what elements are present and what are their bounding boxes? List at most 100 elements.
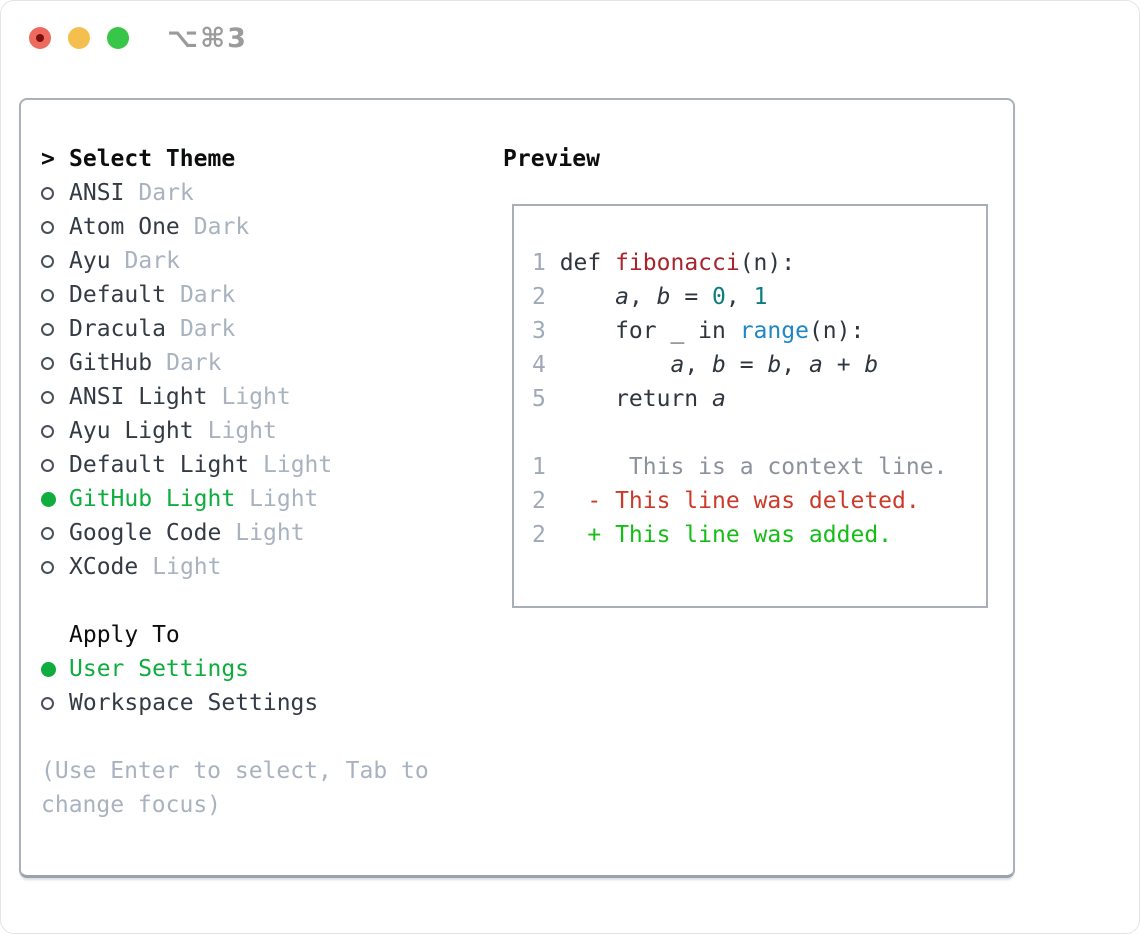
code-token: (n): <box>739 250 796 276</box>
radio-icon <box>41 186 69 200</box>
line-number: 3 <box>532 318 546 344</box>
code-token: - This line was deleted. <box>559 488 920 514</box>
radio-icon <box>41 356 69 370</box>
preview-title: Preview <box>503 146 600 172</box>
theme-option-label: Ayu Light <box>69 418 194 444</box>
theme-option-label: Default Light <box>69 452 250 478</box>
code-token: 1 <box>753 284 768 310</box>
radio-icon <box>41 220 69 234</box>
theme-variant-label: Light <box>249 486 319 512</box>
radio-icon <box>41 424 69 438</box>
code-token: return <box>559 386 713 412</box>
code-token: range <box>739 318 809 344</box>
theme-variant-label: Dark <box>179 282 236 308</box>
code-token: 0 <box>712 284 726 310</box>
code-token: a <box>712 386 726 412</box>
window-title: ⌥⌘3 <box>167 23 248 54</box>
titlebar: ⌥⌘3 <box>1 1 1139 76</box>
code-line <box>532 416 986 450</box>
code-line: 4 a, b = b, a + b <box>532 348 986 382</box>
code-token: b <box>712 352 726 378</box>
apply-to-option[interactable]: Workspace Settings <box>41 686 318 720</box>
code-token: This is a context line. <box>559 454 948 480</box>
line-number: 1 <box>532 454 546 480</box>
apply-to-option[interactable]: User Settings <box>41 652 318 686</box>
apply-to-header-row: Apply To <box>41 618 318 652</box>
code-line: 2 + This line was added. <box>532 518 986 552</box>
code-line: 2 a, b = 0, 1 <box>532 280 986 314</box>
code-token: , <box>725 284 754 310</box>
code-line: 2 - This line was deleted. <box>532 484 986 518</box>
theme-option-label: ANSI <box>69 180 125 206</box>
code-token: for _ in <box>559 318 740 344</box>
hint-line: change focus) <box>41 792 222 818</box>
radio-icon <box>41 560 69 574</box>
code-token: + <box>822 352 865 378</box>
radio-icon <box>41 390 69 404</box>
theme-option[interactable]: GitHub Dark <box>41 346 332 380</box>
unsaved-indicator-icon <box>36 34 44 42</box>
line-number: 2 <box>532 488 546 514</box>
code-token: b <box>864 352 879 378</box>
code-token: + This line was added. <box>559 522 893 548</box>
code-token: b <box>656 284 671 310</box>
theme-option-label: Default <box>69 282 166 308</box>
theme-option[interactable]: ANSI Dark <box>41 176 332 210</box>
line-number: 1 <box>532 250 546 276</box>
code-token: , <box>781 352 809 378</box>
code-token: b <box>767 352 782 378</box>
theme-option-label: ANSI Light <box>69 384 208 410</box>
minimize-button[interactable] <box>68 27 90 49</box>
line-number: 2 <box>532 284 546 310</box>
apply-to-option-label: User Settings <box>69 656 250 682</box>
cursor-marker: > <box>41 146 69 172</box>
theme-variant-label: Dark <box>138 180 194 206</box>
close-button[interactable] <box>29 27 51 49</box>
code-token: = <box>725 352 768 378</box>
code-token: , <box>684 352 713 378</box>
radio-icon <box>41 254 69 268</box>
theme-variant-label: Light <box>235 520 305 546</box>
line-number: 5 <box>532 386 546 412</box>
footer-hint: (Use Enter to select, Tab to change focus… <box>41 754 429 822</box>
theme-variant-label: Dark <box>179 316 236 342</box>
theme-option[interactable]: Default Dark <box>41 278 332 312</box>
zoom-button[interactable] <box>107 27 129 49</box>
apply-to-option-label: Workspace Settings <box>69 690 319 716</box>
radio-selected-icon <box>41 491 69 507</box>
theme-list-header-row: >Select Theme <box>41 142 332 176</box>
radio-icon <box>41 322 69 336</box>
code-token: a <box>809 352 823 378</box>
radio-icon <box>41 288 69 302</box>
radio-selected-icon <box>41 661 69 677</box>
theme-option-label: Ayu <box>69 248 111 274</box>
theme-option-label: GitHub <box>69 350 153 376</box>
apply-to-title: Apply To <box>69 622 180 648</box>
code-token: (n): <box>808 318 865 344</box>
line-number: 2 <box>532 522 546 548</box>
line-number: 4 <box>532 352 546 378</box>
theme-variant-label: Dark <box>166 350 222 376</box>
code-token <box>560 352 671 378</box>
theme-option-label: Atom One <box>69 214 180 240</box>
code-token: a <box>670 352 685 378</box>
code-token <box>560 284 615 310</box>
code-token: = <box>670 284 713 310</box>
hint-line: (Use Enter to select, Tab to <box>41 758 429 784</box>
cursor-icon: > <box>41 146 55 172</box>
